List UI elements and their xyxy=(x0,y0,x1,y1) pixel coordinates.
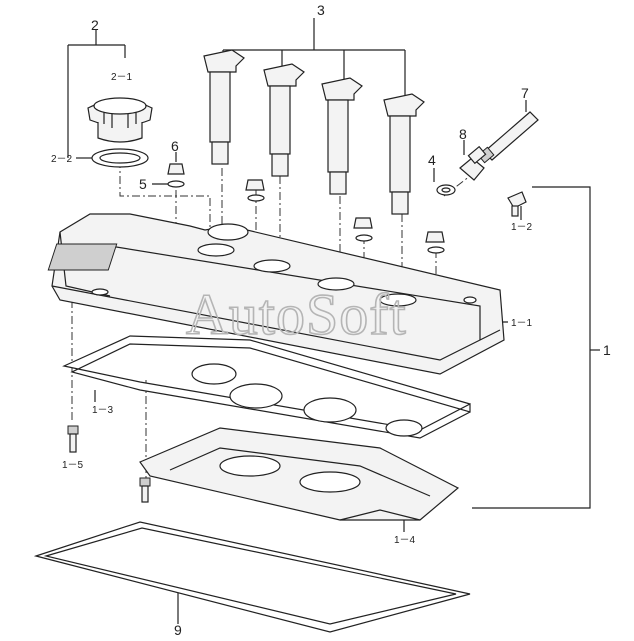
cover-bolts xyxy=(167,163,445,254)
callout-2-1: 2－1 xyxy=(111,72,133,83)
oil-pan-gasket xyxy=(33,521,471,633)
ignition-coil xyxy=(321,77,363,195)
watermark-text: AutoSoft xyxy=(186,282,407,347)
long-bolts xyxy=(67,425,151,503)
callout-8: 8 xyxy=(459,126,467,142)
callout-2: 2 xyxy=(91,17,99,33)
long-bolt xyxy=(139,477,151,503)
breather-fitting xyxy=(507,191,527,217)
pcv-valve xyxy=(459,145,487,181)
pcv-tube xyxy=(477,111,539,164)
callout-1-3: 1－3 xyxy=(92,405,114,416)
callout-4: 4 xyxy=(428,152,436,168)
callout-1: 1 xyxy=(603,342,611,358)
callout-1-5: 1－5 xyxy=(62,460,84,471)
ignition-coil xyxy=(203,49,245,165)
callout-1-1: 1－1 xyxy=(511,318,533,329)
bolt xyxy=(425,231,445,254)
head-cover-gasket xyxy=(62,335,471,439)
callout-2-2: 2－2 xyxy=(51,154,73,165)
callout-labels: 1 1－1 1－2 1－3 1－4 1－5 2 2－1 2－2 3 4 5 6 … xyxy=(51,2,611,638)
ignition-coil xyxy=(383,93,425,215)
callout-1-2: 1－2 xyxy=(511,222,533,233)
long-bolt xyxy=(67,425,79,453)
callout-3: 3 xyxy=(317,2,325,18)
callout-7: 7 xyxy=(521,85,529,101)
callout-9: 9 xyxy=(174,622,182,638)
ignition-coils xyxy=(203,49,425,215)
valve-grommet xyxy=(436,184,456,196)
baffle-plate xyxy=(139,427,460,521)
bolt xyxy=(245,179,265,202)
bolt xyxy=(353,217,373,242)
cylinder-head-cover xyxy=(47,213,505,375)
callout-1-4: 1－4 xyxy=(394,535,416,546)
cap-seal-ring xyxy=(91,148,149,168)
callout-5: 5 xyxy=(139,176,147,192)
bolt-6 xyxy=(167,163,185,188)
callout-6: 6 xyxy=(171,138,179,154)
ignition-coil xyxy=(263,63,305,177)
oil-filler-cap xyxy=(87,97,153,143)
